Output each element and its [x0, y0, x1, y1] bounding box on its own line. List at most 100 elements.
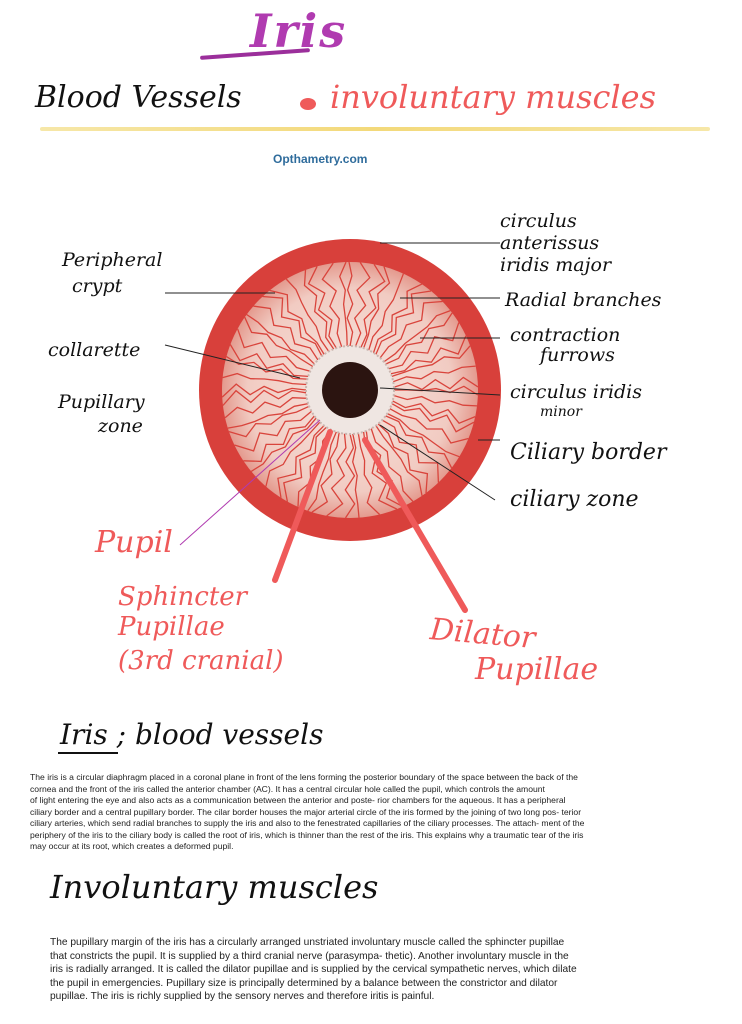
- radial-vessel: [360, 263, 386, 348]
- radial-vessel: [307, 431, 338, 512]
- radial-vessel: [265, 421, 321, 487]
- radial-vessel: [392, 400, 476, 424]
- radial-vessel: [236, 328, 311, 372]
- page-title: Iris: [250, 4, 348, 58]
- radial-vessel: [297, 429, 332, 507]
- subtitle-blood-vessels: Blood Vessels: [35, 80, 242, 115]
- label-circulus-major: circulus anterissus iridis major: [500, 210, 611, 276]
- subtitle-involuntary-muscles: involuntary muscles: [330, 78, 657, 116]
- dilator-leader: [362, 437, 468, 613]
- radial-vessel: [388, 322, 460, 370]
- radial-vessel: [344, 433, 356, 519]
- radial-vessel: [262, 295, 323, 357]
- label-line: minor: [540, 404, 582, 420]
- label-line: Pupillae: [475, 652, 599, 687]
- leader-lines: [164, 242, 501, 501]
- text-line: that constricts the pupil. It is supplie…: [50, 950, 569, 962]
- radial-vessel: [390, 335, 467, 375]
- label-line: crypt: [72, 275, 123, 297]
- radial-vessel: [222, 372, 307, 386]
- radial-vessel: [385, 415, 453, 469]
- label-collarette: collarette: [48, 339, 141, 361]
- label-peripheral-crypt: Peripheral crypt: [62, 250, 162, 296]
- radial-vessel: [377, 423, 429, 494]
- label-circulus-minor: circulus iridis minor: [510, 382, 642, 422]
- heading-underline: [58, 752, 118, 754]
- radial-vessel: [234, 410, 312, 452]
- radial-vessel: [338, 261, 348, 347]
- label-line: Pupillae: [118, 612, 225, 642]
- radial-vessel: [389, 408, 469, 444]
- text-line: of light entering the eye and also acts …: [30, 795, 566, 805]
- radial-vessel: [375, 425, 423, 496]
- radial-vessel: [226, 356, 308, 380]
- radial-vessel: [311, 432, 340, 513]
- source-credit: Opthametry.com: [273, 152, 368, 166]
- radial-vessel: [383, 309, 451, 363]
- label-line: furrows: [540, 344, 615, 366]
- radial-vessel: [224, 397, 307, 419]
- label-ciliary-zone: ciliary zone: [510, 487, 639, 512]
- label-pupillary-zone: Pupillary zone: [58, 392, 145, 436]
- label-radial-branches: Radial branches: [505, 289, 662, 311]
- radial-vessel: [243, 415, 315, 463]
- radial-vessel: [385, 312, 453, 365]
- radial-vessel: [357, 433, 381, 515]
- text-line: may occur at its root, which creates a d…: [30, 841, 234, 851]
- radial-vessel: [372, 283, 423, 354]
- sphincter-leader: [272, 429, 333, 583]
- radial-vessel: [362, 266, 391, 349]
- radial-vessel: [227, 402, 309, 429]
- label-line: Dilator: [428, 612, 537, 657]
- radial-vessel: [253, 305, 319, 361]
- radial-vessel: [375, 290, 432, 355]
- radial-vessel: [368, 273, 405, 351]
- label-line: anterissus: [500, 232, 600, 254]
- text-line: ciliary arteries, which send radial bran…: [30, 818, 585, 828]
- radial-vessel: [326, 433, 347, 517]
- radial-vessels: [221, 261, 479, 519]
- text-line: the pupil in emergencies. Pupillary size…: [50, 977, 558, 989]
- radial-vessel: [370, 428, 414, 502]
- paragraph-involuntary-muscles: The pupillary margin of the iris has a c…: [50, 936, 742, 1004]
- label-line: circulus: [500, 210, 577, 232]
- section-heading-blood-vessels: Iris ; blood vessels: [60, 718, 324, 751]
- iris-diagram: [164, 239, 501, 613]
- radial-vessel: [307, 266, 337, 349]
- radial-vessel: [391, 345, 471, 378]
- radial-vessel: [386, 412, 460, 458]
- radial-vessel: [244, 316, 314, 368]
- label-line: Sphincter: [118, 582, 248, 612]
- radial-vessel: [229, 344, 309, 378]
- paragraph-blood-vessels: The iris is a circular diaphragm placed …: [30, 772, 730, 853]
- text-line: ciliary border and a central pupillary b…: [30, 806, 582, 817]
- text-line: pupillae. The iris is richly supplied by…: [50, 991, 435, 1003]
- label-line: iridis major: [500, 254, 612, 276]
- radial-vessel: [321, 262, 343, 348]
- highlight-line: [40, 127, 710, 131]
- text-line: periphery of the iris to the ciliary bod…: [30, 829, 584, 840]
- radial-vessel: [393, 376, 479, 391]
- text-line: The iris is a circular diaphragm placed …: [30, 772, 578, 782]
- radial-vessel: [250, 417, 317, 472]
- radial-vessel: [352, 433, 360, 518]
- radial-vessel: [221, 383, 307, 398]
- label-line: (3rd cranial): [118, 646, 284, 676]
- pupil-leader: [179, 419, 321, 546]
- radial-vessel: [392, 365, 476, 383]
- radial-vessel: [353, 262, 371, 347]
- radial-vessel: [303, 269, 335, 350]
- radial-vessel: [393, 394, 478, 407]
- label-line: circulus iridis: [510, 381, 643, 403]
- label-ciliary-border: Ciliary border: [510, 440, 667, 465]
- radial-vessel: [379, 300, 443, 359]
- radial-vessel: [222, 389, 307, 406]
- radial-vessel: [228, 405, 310, 438]
- text-line: iris is radially arranged. It is called …: [50, 964, 577, 976]
- pupil: [322, 362, 378, 418]
- radial-vessel: [246, 313, 315, 365]
- radial-vessel: [283, 426, 327, 502]
- radial-vessel: [346, 261, 354, 347]
- section-heading-involuntary-muscles: Involuntary muscles: [50, 868, 379, 906]
- label-dilator-pupillae: Dilator Pupillae: [428, 612, 599, 688]
